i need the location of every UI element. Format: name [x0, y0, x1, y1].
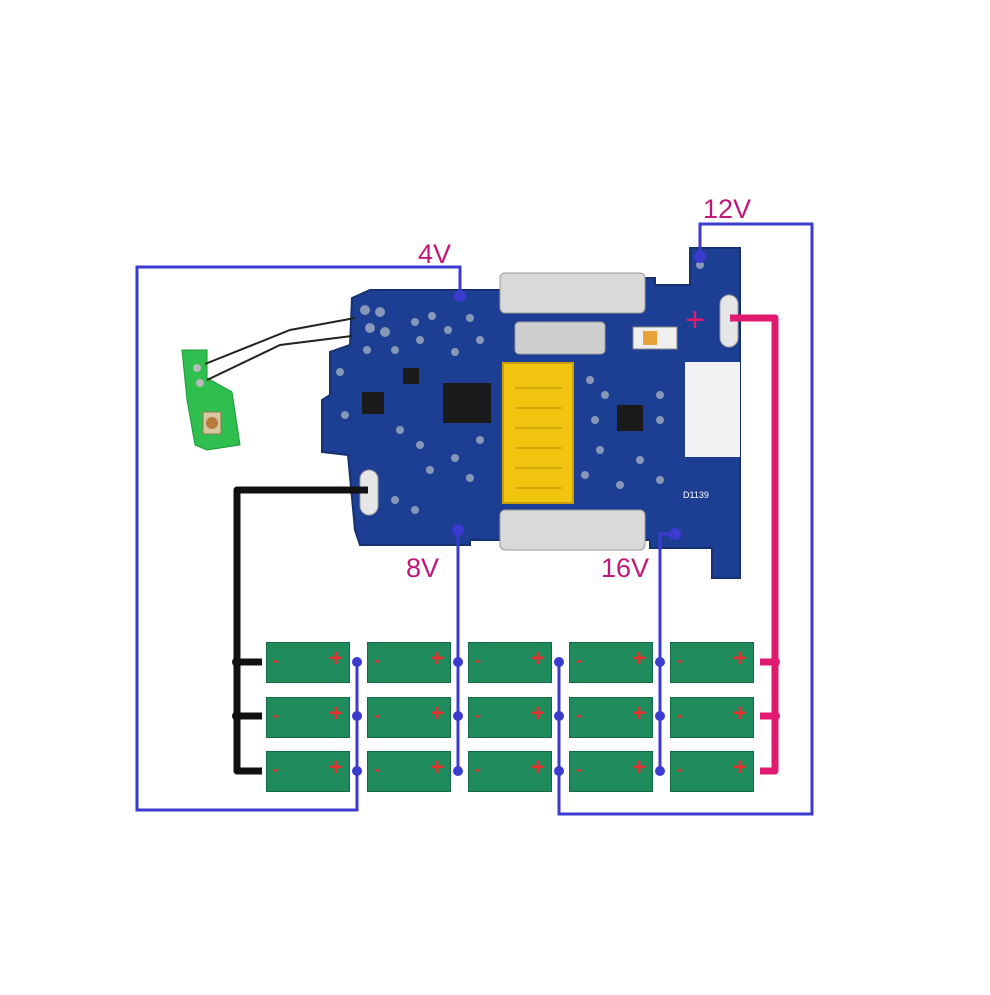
battery-cell: -+ [569, 642, 653, 683]
cell-positive-sign: + [429, 645, 444, 672]
switch-pad-2 [196, 379, 204, 387]
board-silk-label: D1139 [683, 490, 709, 500]
battery-cell: -+ [266, 696, 350, 738]
battery-cell: -+ [670, 696, 754, 738]
terminal-dots [232, 657, 780, 721]
cell-positive-sign: + [530, 754, 545, 781]
cell-positive-sign: + [328, 645, 343, 672]
battery-cell: -+ [468, 642, 552, 683]
cell-positive-sign: + [732, 754, 747, 781]
ic-chip-main [443, 383, 491, 423]
battery-cell: -+ [670, 751, 754, 792]
cell-positive-sign: + [530, 645, 545, 672]
cell-negative-sign: - [273, 759, 279, 779]
red-wire-positive [730, 314, 779, 775]
junction-dots [352, 251, 706, 776]
switch-board [181, 349, 241, 451]
cell-positive-sign: + [631, 754, 646, 781]
cell-positive-sign: + [530, 699, 545, 727]
wire-4v [135, 265, 462, 812]
battery-cell: -+ [266, 751, 350, 792]
battery-cell: -+ [468, 751, 552, 792]
cell-negative-sign: - [475, 759, 481, 779]
cell-negative-sign: - [677, 650, 683, 670]
label-8v: 8V [406, 553, 440, 583]
connector-slots [515, 387, 562, 489]
cell-negative-sign: - [576, 759, 582, 779]
cell-positive-sign: + [429, 754, 444, 781]
cell-negative-sign: - [576, 650, 582, 670]
cell-negative-sign: - [374, 650, 380, 670]
cell-positive-sign: + [631, 645, 646, 672]
label-12v: 12V [703, 194, 752, 224]
cell-negative-sign: - [374, 759, 380, 779]
battery-cell: -+ [367, 751, 451, 792]
cell-positive-sign: + [328, 754, 343, 781]
switch-module [181, 349, 241, 451]
cell-negative-sign: - [677, 759, 683, 779]
cell-positive-sign: + [328, 699, 343, 727]
label-16v: 16V [601, 553, 650, 583]
cell-negative-sign: - [475, 704, 481, 725]
bms-board: + D1139 [321, 247, 741, 579]
cell-positive-sign: + [732, 699, 747, 727]
cell-positive-sign: + [429, 699, 444, 727]
switch-wire-2 [206, 335, 353, 381]
cell-negative-sign: - [677, 704, 683, 725]
black-wire-negative [233, 486, 368, 775]
battery-cell: -+ [670, 642, 754, 683]
cell-positive-sign: + [732, 645, 747, 672]
cell-positive-sign: + [631, 699, 646, 727]
ic-chip-small [403, 368, 419, 384]
cell-negative-sign: - [273, 704, 279, 725]
battery-cell: -+ [266, 642, 350, 683]
switch-pad-1 [193, 364, 201, 372]
yellow-connector [502, 362, 574, 504]
wire-12v [557, 222, 814, 816]
battery-cell: -+ [569, 751, 653, 792]
terminal-top [499, 272, 646, 314]
ic-chip-left [362, 392, 384, 414]
cell-negative-sign: - [475, 650, 481, 670]
smd-components [336, 261, 704, 514]
terminal-bottom [499, 509, 646, 551]
label-4v: 4V [418, 239, 452, 269]
battery-cell: -+ [367, 696, 451, 738]
ic-chip-right [617, 405, 643, 431]
terminal-middle [514, 321, 606, 355]
cell-negative-sign: - [374, 704, 380, 725]
board-white-window [685, 362, 740, 457]
battery-cell: -+ [468, 696, 552, 738]
switch-button-top [206, 417, 218, 429]
switch-wire-1 [204, 317, 356, 365]
fuse-core [643, 331, 657, 345]
cell-negative-sign: - [273, 650, 279, 670]
battery-cell: -+ [367, 642, 451, 683]
board-plus-sign: + [685, 301, 705, 339]
battery-cell: -+ [569, 696, 653, 738]
cell-negative-sign: - [576, 704, 582, 725]
